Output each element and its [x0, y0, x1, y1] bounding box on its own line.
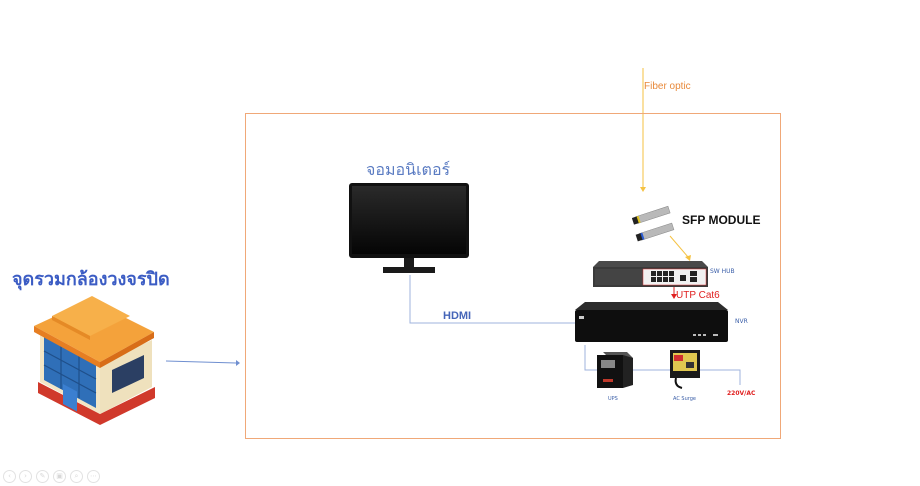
power-supply-label: 220V/AC — [727, 390, 756, 397]
pen-icon: ✎ — [39, 472, 46, 480]
see-all-slides-button[interactable]: ▣ — [53, 470, 66, 483]
sfp-module-icon — [632, 205, 675, 242]
fiber-arrow-head — [640, 187, 646, 192]
nvr-icon — [575, 302, 728, 342]
sfp-arrow-head — [685, 255, 691, 261]
surge-to-power-line — [700, 369, 741, 385]
switch-hub-icon — [593, 261, 708, 287]
utp-cable-label: UTP Cat6 — [676, 290, 720, 301]
ups-label: UPS — [608, 396, 618, 402]
building-arrow-head — [236, 360, 240, 366]
utp-arrow-head — [671, 294, 677, 299]
chevron-right-icon: › — [24, 472, 27, 480]
ac-surge-icon — [670, 350, 700, 389]
pen-tool-button[interactable]: ✎ — [36, 470, 49, 483]
building-icon — [34, 296, 155, 425]
equipment-frame — [245, 113, 781, 439]
switch-hub-label: SW HUB — [710, 268, 735, 275]
zoom-slide-button[interactable]: ⌕ — [70, 470, 83, 483]
fiber-optic-label: Fiber optic — [644, 81, 691, 92]
more-options-button[interactable]: ⋯ — [87, 470, 100, 483]
hdmi-label: HDMI — [443, 310, 472, 322]
slides-icon: ▣ — [56, 472, 63, 480]
magnifier-icon: ⌕ — [74, 472, 79, 480]
building-arrow — [165, 360, 237, 364]
ac-surge-label: AC Surge — [673, 396, 696, 402]
sfp-module-label: SFP MODULE — [682, 213, 761, 227]
more-icon: ⋯ — [90, 472, 97, 480]
previous-slide-button[interactable]: ‹ — [3, 470, 16, 483]
monitor-label: จอมอนิเตอร์ — [366, 160, 451, 179]
nvr-label: NVR — [735, 318, 748, 325]
next-slide-button[interactable]: › — [19, 470, 32, 483]
power-line — [584, 345, 598, 371]
sfp-to-switch-line — [669, 235, 689, 258]
ups-icon — [597, 352, 633, 388]
site-title: จุดรวมกล้องวงจรปิด — [12, 269, 170, 290]
hdmi-line — [409, 275, 578, 324]
chevron-left-icon: ‹ — [8, 472, 11, 480]
monitor-icon — [349, 183, 469, 273]
